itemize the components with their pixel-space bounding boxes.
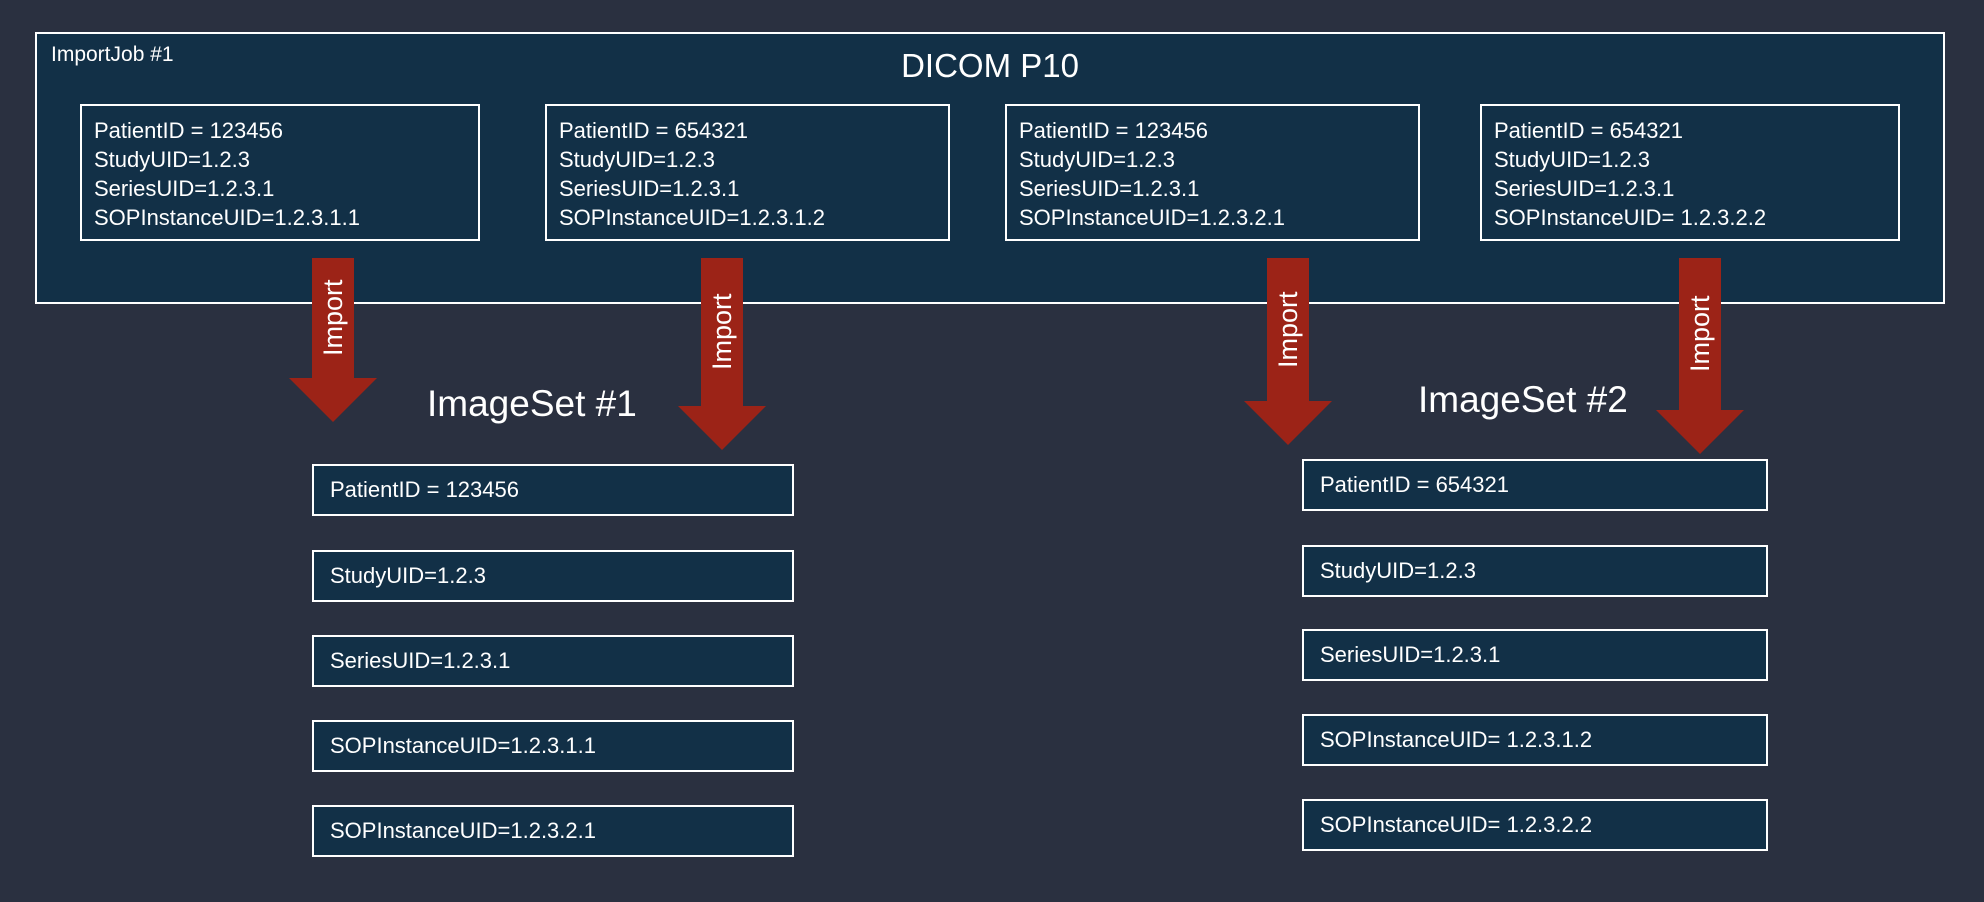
- arrow-2-head: [678, 406, 766, 450]
- imageset-2-row-sop-uid-1: SOPInstanceUID= 1.2.3.1.2: [1302, 714, 1768, 766]
- arrow-3-shaft: [1267, 258, 1309, 401]
- dicom-instance-box-1: PatientID = 123456 StudyUID=1.2.3 Series…: [80, 104, 480, 241]
- imageset-1-row-0-text: PatientID = 123456: [330, 477, 519, 502]
- arrow-1-shaft: [312, 258, 354, 378]
- imageset-2-row-study-uid: StudyUID=1.2.3: [1302, 545, 1768, 597]
- imageset-1-row-series-uid: SeriesUID=1.2.3.1: [312, 635, 794, 687]
- arrow-1-label: Import: [318, 279, 348, 357]
- imageset-1-row-sop-uid-1: SOPInstanceUID=1.2.3.1.1: [312, 720, 794, 772]
- instance-1-study-uid: StudyUID=1.2.3: [94, 147, 250, 172]
- instance-4-patient-id: PatientID = 654321: [1494, 118, 1683, 143]
- instance-4-study-uid: StudyUID=1.2.3: [1494, 147, 1650, 172]
- imageset-2-row-0-text: PatientID = 654321: [1320, 472, 1509, 497]
- imageset-2-row-2-text: SeriesUID=1.2.3.1: [1320, 642, 1501, 667]
- arrow-1-head: [289, 378, 377, 422]
- instance-2-series-uid: SeriesUID=1.2.3.1: [559, 176, 740, 201]
- imageset-2-row-4-text: SOPInstanceUID= 1.2.3.2.2: [1320, 812, 1593, 837]
- arrow-4-shaft: [1679, 258, 1721, 410]
- imageset-1-title: ImageSet #1: [427, 383, 637, 424]
- arrow-2-label: Import: [707, 293, 737, 371]
- arrow-3-head: [1244, 401, 1332, 445]
- arrow-3-label: Import: [1273, 291, 1303, 368]
- imageset-2-row-1-text: StudyUID=1.2.3: [1320, 558, 1476, 583]
- instance-3-sop-uid: SOPInstanceUID=1.2.3.2.1: [1019, 205, 1285, 230]
- instance-2-patient-id: PatientID = 654321: [559, 118, 748, 143]
- imageset-2-title: ImageSet #2: [1418, 379, 1628, 420]
- dicom-instance-box-4: PatientID = 654321 StudyUID=1.2.3 Series…: [1480, 104, 1900, 241]
- imageset-1-row-sop-uid-2: SOPInstanceUID=1.2.3.2.1: [312, 805, 794, 857]
- arrow-4-label: Import: [1685, 295, 1715, 373]
- imageset-2-row-patient-id: PatientID = 654321: [1302, 459, 1768, 511]
- imageset-1-row-3-text: SOPInstanceUID=1.2.3.1.1: [330, 733, 596, 758]
- arrow-2-shaft: [701, 258, 743, 406]
- instance-3-study-uid: StudyUID=1.2.3: [1019, 147, 1175, 172]
- arrow-4-head: [1656, 410, 1744, 454]
- imageset-1-row-patient-id: PatientID = 123456: [312, 464, 794, 516]
- dicom-instance-box-2: PatientID = 654321 StudyUID=1.2.3 Series…: [545, 104, 950, 241]
- instance-2-study-uid: StudyUID=1.2.3: [559, 147, 715, 172]
- imageset-1-row-1-text: StudyUID=1.2.3: [330, 563, 486, 588]
- imageset-2-row-sop-uid-2: SOPInstanceUID= 1.2.3.2.2: [1302, 799, 1768, 851]
- instance-1-series-uid: SeriesUID=1.2.3.1: [94, 176, 275, 201]
- imageset-1-row-study-uid: StudyUID=1.2.3: [312, 550, 794, 602]
- imageset-2-row-series-uid: SeriesUID=1.2.3.1: [1302, 629, 1768, 681]
- instance-4-sop-uid: SOPInstanceUID= 1.2.3.2.2: [1494, 205, 1767, 230]
- imageset-1-row-2-text: SeriesUID=1.2.3.1: [330, 648, 511, 673]
- imageset-1-row-4-text: SOPInstanceUID=1.2.3.2.1: [330, 818, 596, 843]
- instance-2-sop-uid: SOPInstanceUID=1.2.3.1.2: [559, 205, 825, 230]
- instance-1-patient-id: PatientID = 123456: [94, 118, 283, 143]
- instance-1-sop-uid: SOPInstanceUID=1.2.3.1.1: [94, 205, 360, 230]
- instance-3-series-uid: SeriesUID=1.2.3.1: [1019, 176, 1200, 201]
- import-job-label: ImportJob #1: [51, 43, 174, 66]
- instance-3-patient-id: PatientID = 123456: [1019, 118, 1208, 143]
- dicom-instance-box-3: PatientID = 123456 StudyUID=1.2.3 Series…: [1005, 104, 1420, 241]
- imageset-2-row-3-text: SOPInstanceUID= 1.2.3.1.2: [1320, 727, 1593, 752]
- panel-title: DICOM P10: [901, 47, 1079, 84]
- instance-4-series-uid: SeriesUID=1.2.3.1: [1494, 176, 1675, 201]
